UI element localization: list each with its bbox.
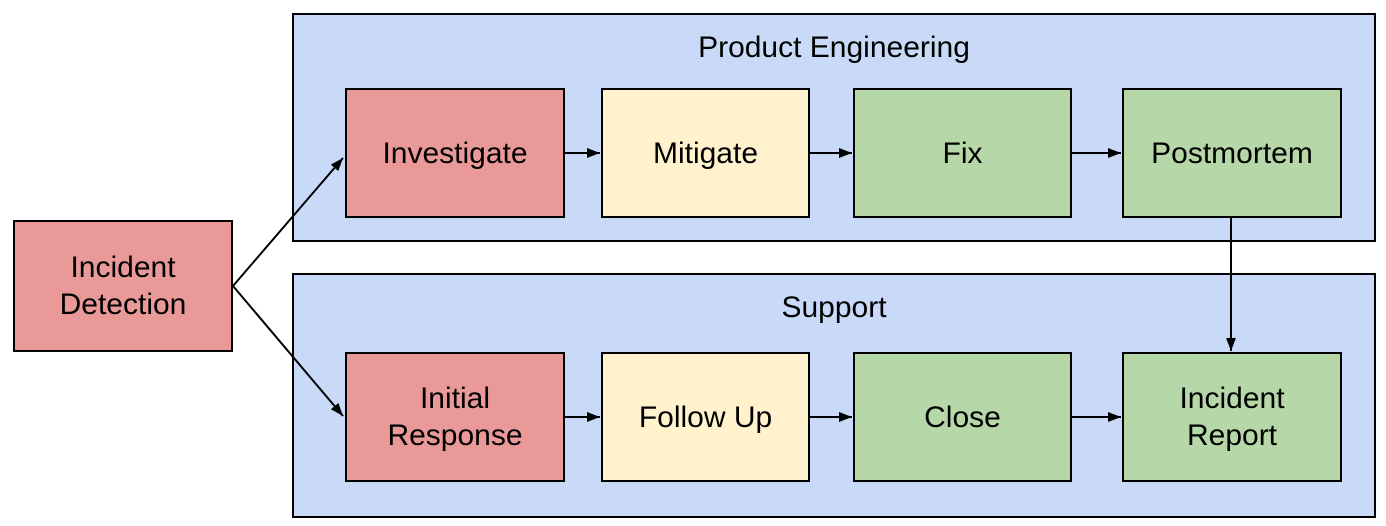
lane-title-product-engineering: Product Engineering [698, 31, 970, 64]
node-label-initial-response: Initial Response [387, 382, 523, 452]
lane-title-support: Support [781, 291, 887, 324]
node-follow-up: Follow Up [601, 352, 810, 482]
node-investigate: Investigate [345, 88, 565, 218]
node-label-follow-up: Follow Up [638, 400, 773, 434]
node-label-mitigate: Mitigate [652, 136, 759, 170]
node-incident-detection: Incident Detection [13, 220, 233, 352]
node-initial-response: Initial Response [345, 352, 565, 482]
node-label-close: Close [924, 400, 1001, 434]
node-label-incident-report: Incident Report [1179, 382, 1285, 452]
node-close: Close [853, 352, 1072, 482]
node-incident-report: Incident Report [1122, 352, 1342, 482]
node-label-incident-detection: Incident Detection [59, 251, 187, 321]
node-label-investigate: Investigate [382, 136, 528, 170]
node-label-fix: Fix [942, 136, 983, 170]
node-fix: Fix [853, 88, 1072, 218]
node-postmortem: Postmortem [1122, 88, 1342, 218]
node-mitigate: Mitigate [601, 88, 810, 218]
node-label-postmortem: Postmortem [1151, 136, 1313, 170]
